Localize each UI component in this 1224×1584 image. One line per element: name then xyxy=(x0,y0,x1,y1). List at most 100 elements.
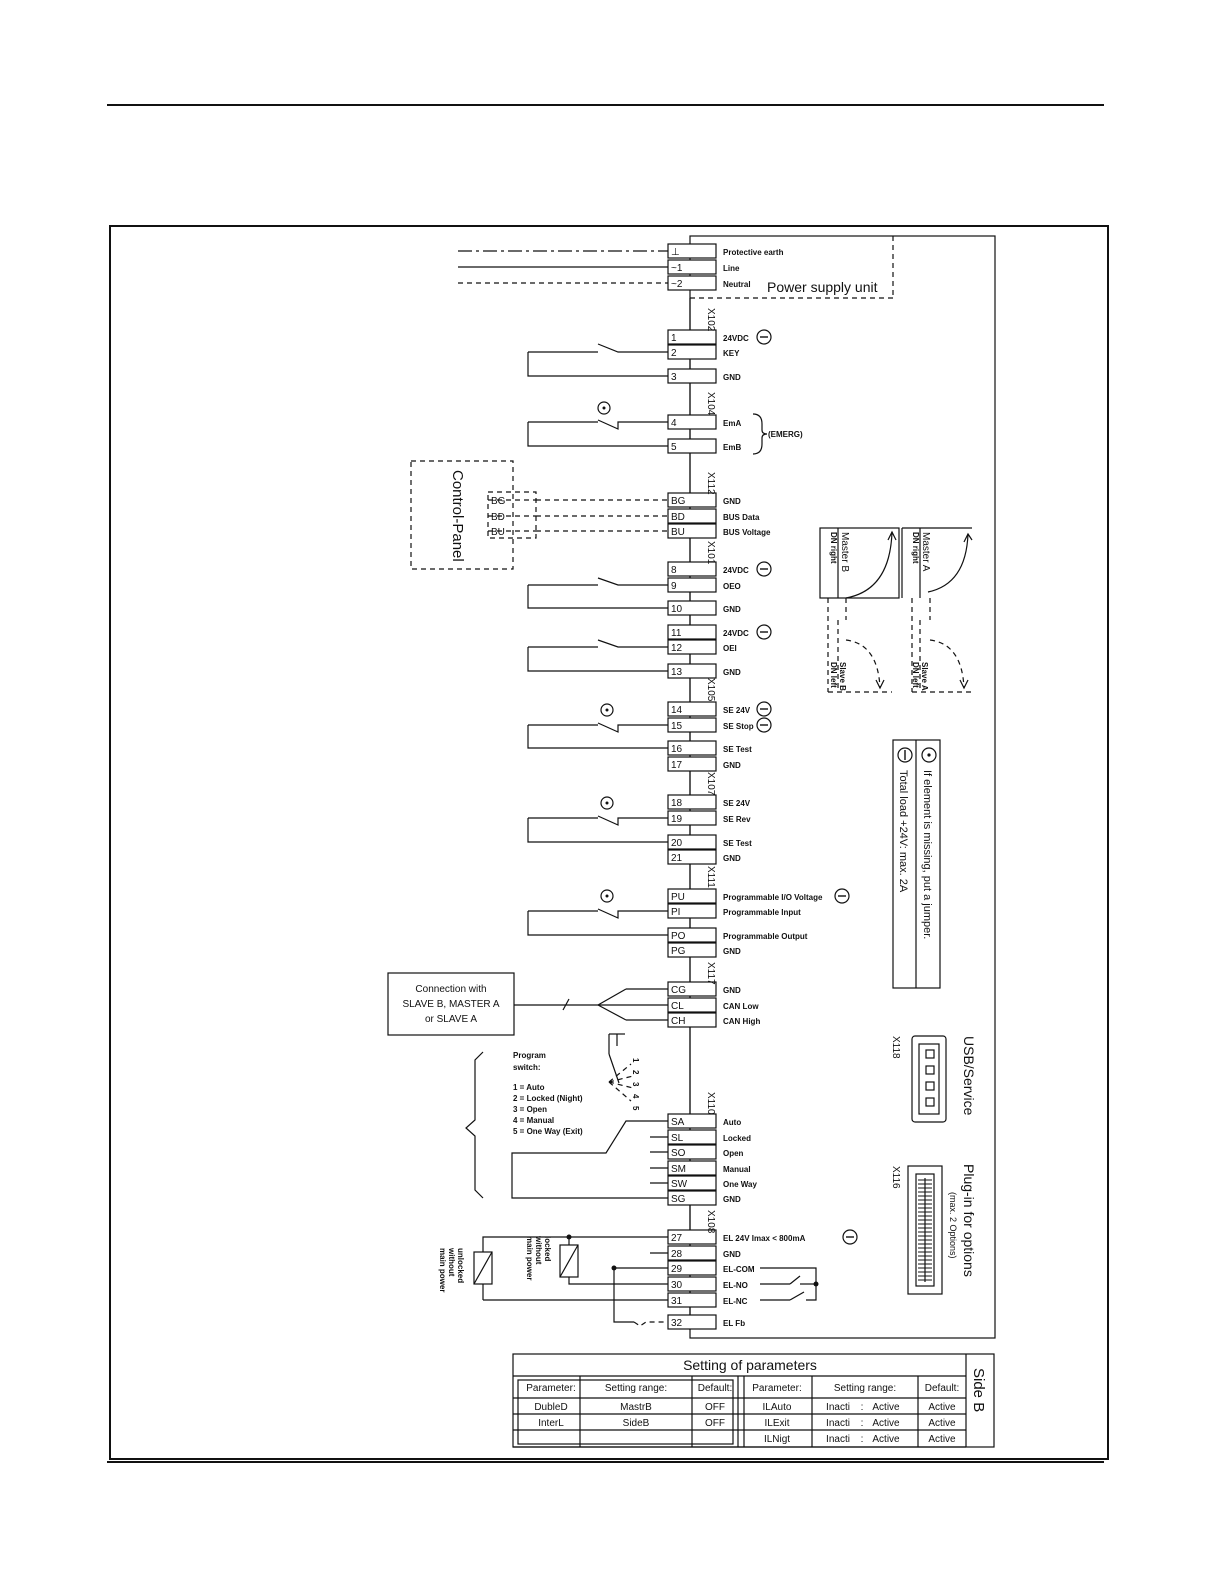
terminal-id: 14 xyxy=(671,705,683,716)
program-switch-position: 1 xyxy=(631,1058,640,1063)
param-header: Parameter: xyxy=(752,1383,801,1394)
plugin-connector-id: X116 xyxy=(890,1166,901,1189)
emerg-brace xyxy=(752,413,768,455)
terminal-label: SE Test xyxy=(723,839,752,848)
terminal-label: Manual xyxy=(723,1165,751,1174)
terminal-id: BU xyxy=(671,527,685,538)
param-name: ILNigt xyxy=(764,1434,790,1445)
terminal-id: SW xyxy=(671,1179,688,1190)
locked-label: locked xyxy=(543,1236,552,1261)
param-range: SideB xyxy=(623,1418,650,1429)
terminal-id: 19 xyxy=(671,814,683,825)
terminal-label: KEY xyxy=(723,349,740,358)
plugin-sublabel: (max. 2 Options) xyxy=(948,1192,958,1259)
param-default: Active xyxy=(928,1402,956,1413)
terminal-label: Programmable Input xyxy=(723,908,801,917)
terminal-19: 19 SE Rev xyxy=(667,810,751,826)
terminal-label: EL Fb xyxy=(723,1319,745,1328)
program-switch-position: 2 xyxy=(631,1070,640,1075)
terminal-label: SE Rev xyxy=(723,815,751,824)
connector-id: X110 xyxy=(705,1092,716,1115)
terminal-id: 16 xyxy=(671,744,683,755)
param-range-sep: : xyxy=(861,1402,864,1413)
terminal-id: 8 xyxy=(671,565,677,576)
master-b-label: Master B xyxy=(839,532,850,572)
unlocked-label: unlocked xyxy=(456,1248,465,1283)
program-switch-option: 4 = Manual xyxy=(513,1116,554,1125)
terminal-label: SE 24V xyxy=(723,706,751,715)
program-switch-position: 4 xyxy=(631,1094,640,1099)
terminal-label: GND xyxy=(723,1195,741,1204)
load-symbols xyxy=(756,329,858,1245)
terminal-label: GND xyxy=(723,668,741,677)
terminal-label: Open xyxy=(723,1149,744,1158)
terminal-id: SG xyxy=(671,1194,686,1205)
connector-id: X102 xyxy=(705,308,716,332)
control-panel-title: Control-Panel xyxy=(449,470,466,562)
dn-right-label: DN right xyxy=(829,532,838,564)
control-panel-pin: BU xyxy=(491,527,505,538)
terminal-label: EmA xyxy=(723,419,741,428)
program-switch-wires xyxy=(511,1120,668,1199)
load-minus-icon xyxy=(842,1229,858,1245)
terminal-id: 9 xyxy=(671,581,677,592)
power-terminal: ⊥Protective earth xyxy=(667,243,784,259)
param-table-grid xyxy=(513,1376,966,1448)
control-panel-pins xyxy=(487,491,537,539)
terminal-label: GND xyxy=(723,761,741,770)
terminal-id: 31 xyxy=(671,1296,683,1307)
terminal-id: CL xyxy=(671,1001,684,1012)
connector-id: X117 xyxy=(705,962,716,985)
slave-a-label: Slave A xyxy=(920,662,929,691)
connector-id: X112 xyxy=(705,472,716,495)
load-minus-icon xyxy=(756,329,772,345)
terminal-label: EmB xyxy=(723,443,741,452)
terminal-label: SE 24V xyxy=(723,799,751,808)
emerg-label: (EMERG) xyxy=(768,430,803,439)
terminal-label: EL-NO xyxy=(723,1281,748,1290)
terminal-id: 15 xyxy=(671,721,683,732)
power-terminal-label: Line xyxy=(723,264,740,273)
terminal-label: Locked xyxy=(723,1134,751,1143)
terminal-id: 11 xyxy=(671,628,682,639)
program-switch-option: 1 = Auto xyxy=(513,1083,545,1092)
param-range: MastrB xyxy=(620,1402,652,1413)
terminal-id: PO xyxy=(671,931,686,942)
param-range-from: Inacti xyxy=(826,1434,850,1445)
param-table-title: Setting of parameters xyxy=(683,1357,817,1373)
legend-load-note: Total load +24V: max. 2A xyxy=(897,770,909,893)
connector-id: X104 xyxy=(705,392,716,416)
param-header: Default: xyxy=(698,1383,732,1394)
terminal-id: 4 xyxy=(671,418,677,429)
program-switch-title: Program xyxy=(513,1051,546,1060)
terminal-4: 4 EmA xyxy=(667,414,741,430)
terminal-label: EL-COM xyxy=(723,1265,755,1274)
terminal-label: Auto xyxy=(723,1118,741,1127)
program-switch-symbol xyxy=(608,1033,634,1102)
param-range-from: Inacti xyxy=(826,1418,850,1429)
terminal-id: 2 xyxy=(671,348,677,359)
terminal-label: OEI xyxy=(723,644,737,653)
door-diagram xyxy=(819,527,973,693)
can-connection-line: SLAVE B, MASTER A xyxy=(402,999,499,1010)
dn-left-label: DN left xyxy=(911,662,920,688)
legend-jumper-note: If element is missing, put a jumper. xyxy=(921,770,933,939)
load-minus-icon xyxy=(756,561,772,577)
legend-minus-icon xyxy=(897,747,913,763)
locked-label: without xyxy=(534,1235,543,1265)
